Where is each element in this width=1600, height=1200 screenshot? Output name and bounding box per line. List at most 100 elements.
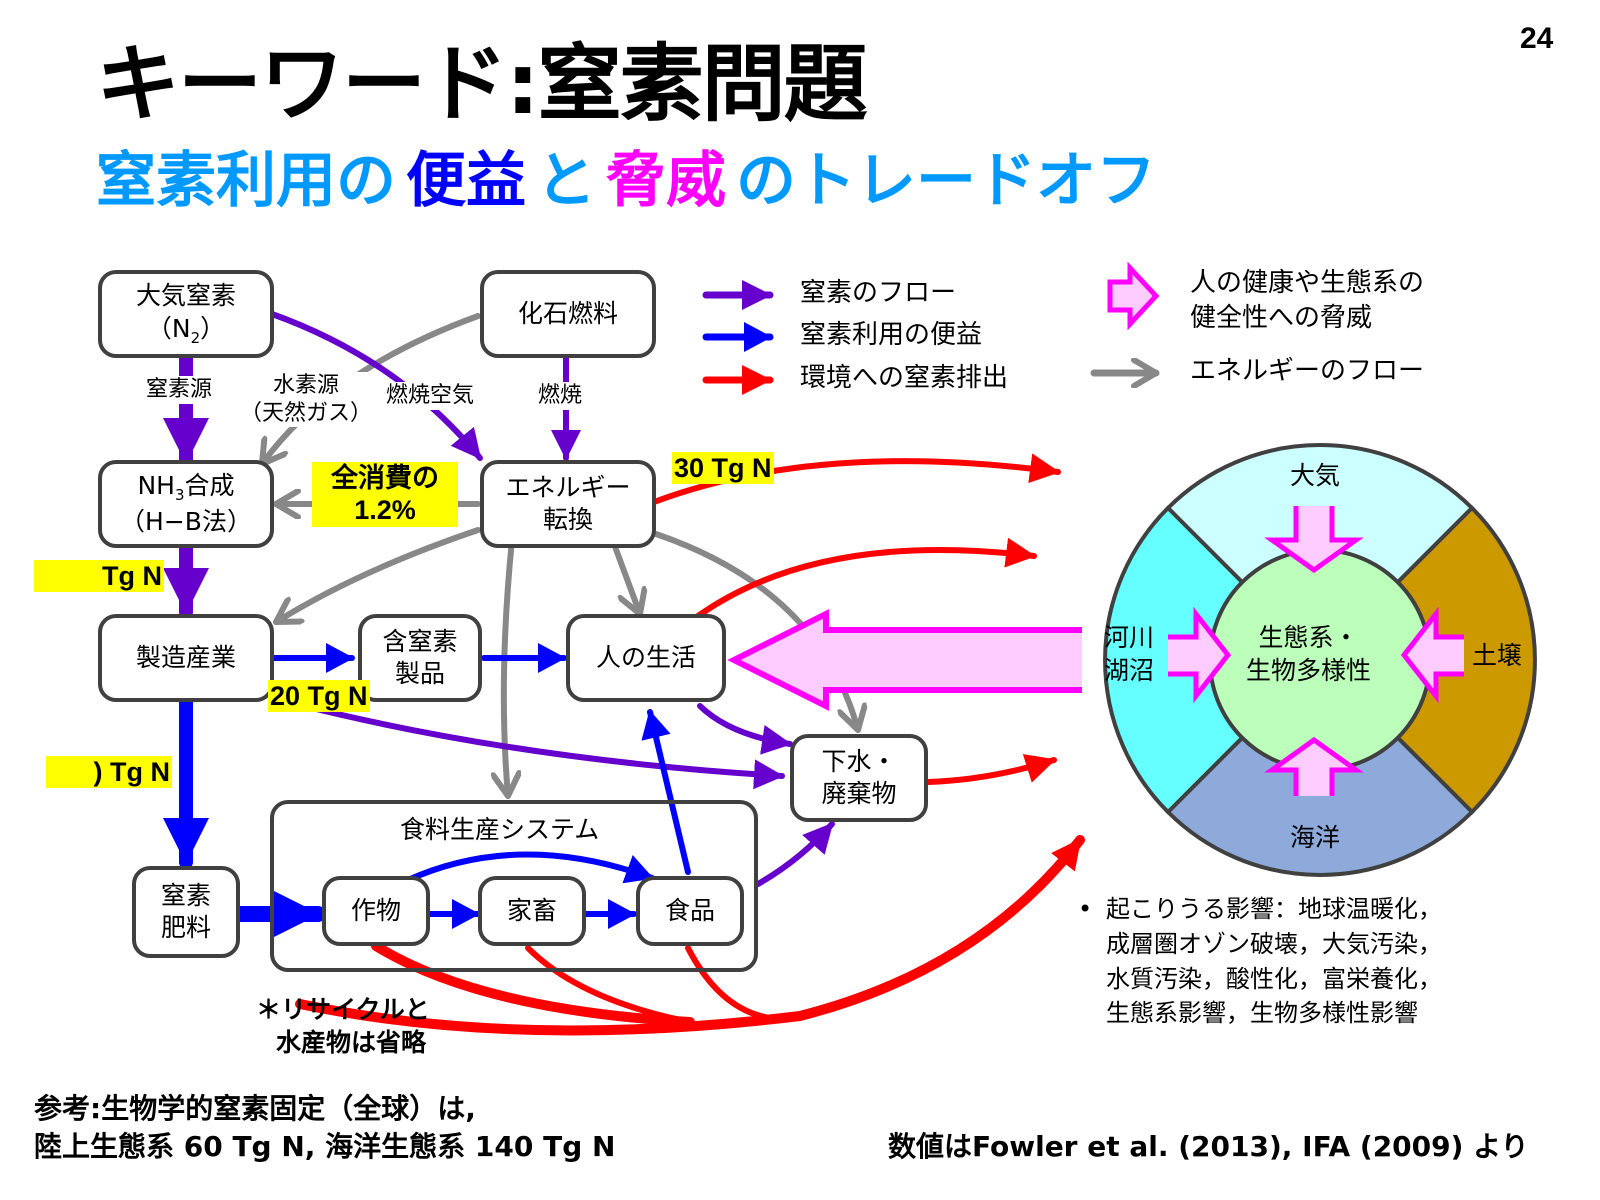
e-human-emission: [695, 537, 1037, 619]
n-human-to-sewage: [697, 703, 793, 755]
node-manufacturing: 製造産業: [98, 614, 274, 702]
emission-flows: [295, 453, 1085, 1036]
threat-arrow-from-rivers: [1168, 606, 1232, 704]
energy-conv-to-manufacturing: [273, 527, 481, 625]
legend-energy-flow: エネルギーのフロー: [1190, 356, 1425, 386]
highlight-energy-share-line1: 全消費の: [331, 463, 439, 493]
legend-threat-line1: 人の健康や生態系の: [1190, 268, 1425, 298]
footnote-line1: ＊リサイクルと: [256, 995, 430, 1024]
edge-label-nitrogen-source: 窒素源: [146, 376, 213, 404]
threat-arrow-from-ocean: [1264, 736, 1364, 796]
legend-nitrogen-flow: 窒素のフロー: [800, 278, 957, 308]
node-nitrogen-fertilizer-line2: 肥料: [160, 913, 211, 942]
energy-conv-to-human-life: [611, 541, 640, 617]
node-sewage-waste-line2: 廃棄物: [821, 779, 897, 808]
edge-label-combustion-air: 燃焼空気: [386, 382, 475, 410]
threat-arrow-to-human-life: [727, 609, 1082, 711]
reference-line2: 陸上生態系 60 Tg N, 海洋生態系 140 Tg N: [34, 1129, 616, 1163]
node-nh3-synthesis-line1: NH3合成: [137, 471, 235, 504]
n-products-to-sewage: [297, 702, 785, 790]
node-crops-label: 作物: [350, 895, 401, 925]
subtitle-part-and: と: [536, 146, 596, 216]
subtitle-part-nitrogen-use: 窒素利用の: [96, 146, 396, 216]
energy-conv-to-sewage: [653, 531, 858, 733]
node-energy-conversion-line1: エネルギー: [505, 472, 631, 502]
node-food: 食品: [636, 876, 744, 946]
reference-line1: 参考:生物学的窒素固定（全球）は,: [34, 1092, 476, 1125]
ring-label-core-ecosystem: 生態系・ 生物多様性: [1246, 622, 1371, 687]
node-livestock: 家畜: [478, 876, 586, 946]
ring-label-core-line1: 生態系・: [1258, 623, 1359, 652]
node-nitrogen-fertilizer-line1: 窒素: [160, 880, 211, 910]
node-atmospheric-nitrogen: 大気窒素 （N2）: [98, 270, 274, 358]
footnote-line2: 水産物は省略: [276, 1027, 427, 1057]
page-subtitle: 窒素利用の便益と脅威のトレードオフ: [96, 148, 1166, 214]
highlight-energy-share: 全消費の 1.2%: [312, 462, 458, 527]
highlight-nh3-output: Tg N: [34, 560, 164, 593]
impacts-line: 起こりうる影響：地球温暖化，: [1106, 895, 1442, 923]
node-energy-conversion-line2: 転換: [542, 505, 593, 534]
impacts-line: 水質汚染，酸性化，富栄養化，: [1106, 964, 1442, 993]
page-title: キーワード:窒素問題: [96, 35, 868, 133]
e-energy-emission: [651, 453, 1061, 505]
e-livestock-emission: [525, 945, 693, 1025]
b-crops-to-food: [405, 851, 655, 884]
node-nh3-synthesis: NH3合成 （H−B法）: [98, 460, 274, 548]
node-food-label: 食品: [664, 895, 715, 925]
highlight-products-flow: 20 Tg N: [268, 680, 370, 713]
ring-label-soil: 土壌: [1472, 641, 1523, 670]
node-sewage-waste-line1: 下水・: [821, 746, 897, 776]
node-livestock-label: 家畜: [506, 895, 557, 925]
ring-label-ocean: 海洋: [1290, 823, 1341, 852]
food-production-system-group: [270, 800, 758, 972]
node-atmospheric-nitrogen-line2: （N2）: [146, 313, 226, 347]
legend-threat-line2: 健全性への脅威: [1190, 303, 1373, 334]
benefit-flows: [163, 643, 691, 937]
node-atmospheric-nitrogen-line1: 大気窒素: [135, 281, 236, 310]
node-crops: 作物: [322, 876, 430, 946]
energy-conv-to-food-system: [504, 537, 512, 799]
node-fossil-fuel: 化石燃料: [480, 270, 656, 358]
source-citation: 数値はFowler et al. (2013), IFA (2009) より: [888, 1130, 1529, 1163]
e-sewage-emission: [925, 754, 1057, 785]
legend-threat-arrow: [1107, 261, 1160, 331]
node-nitrogen-products: 含窒素 製品: [358, 614, 482, 702]
node-nitrogen-products-line2: 製品: [394, 659, 445, 688]
n-atmos-to-energy: [269, 311, 483, 461]
node-manufacturing-label: 製造産業: [135, 642, 236, 672]
e-crops-emission: [371, 941, 695, 1027]
edge-label-hydrogen-source-line2: （天然ガス）: [240, 400, 373, 426]
footnote-omitted: ＊リサイクルと 水産物は省略: [256, 994, 430, 1059]
ring-label-atmosphere: 大気: [1290, 461, 1341, 490]
node-human-life-label: 人の生活: [595, 642, 696, 672]
ring-label-rivers-lakes-line2: 湖沼: [1104, 655, 1155, 685]
legend-emission: 環境への窒素排出: [800, 363, 1009, 393]
edge-label-hydrogen-source-line1: 水素源: [273, 373, 340, 398]
reference-biological-fixation: 参考:生物学的窒素固定（全球）は, 陸上生態系 60 Tg N, 海洋生態系 1…: [34, 1090, 615, 1166]
page-number: 24: [1520, 22, 1554, 55]
food-production-system-title: 食料生産システム: [400, 815, 600, 844]
nitrogen-flows: [163, 311, 835, 887]
legend-arrows: [702, 261, 1160, 395]
legend-benefit: 窒素利用の便益: [800, 320, 983, 350]
legend-threat: 人の健康や生態系の 健全性への脅威: [1190, 266, 1424, 336]
ring-label-rivers-lakes: 河川 湖沼: [1104, 622, 1154, 687]
node-human-life: 人の生活: [566, 614, 726, 702]
node-nitrogen-fertilizer: 窒素 肥料: [132, 866, 240, 958]
subtitle-part-benefit: 便益: [406, 146, 526, 216]
edge-label-hydrogen-source: 水素源 （天然ガス）: [240, 372, 373, 427]
ring-threat-arrows: [1168, 506, 1464, 796]
e-combined-emission: [295, 835, 1085, 1036]
node-nitrogen-products-line1: 含窒素: [382, 626, 458, 656]
threat-arrow-from-soil: [1400, 606, 1464, 704]
n-food-to-sewage: [755, 821, 835, 887]
node-fossil-fuel-label: 化石燃料: [517, 298, 618, 328]
impacts-line: 成層圏オゾン破壊，大気汚染，: [1106, 929, 1442, 958]
subtitle-part-tradeoff: のトレードオフ: [736, 146, 1156, 216]
threat-arrow-from-atmosphere: [1264, 506, 1364, 574]
b-food-to-human: [641, 709, 691, 875]
ring-label-core-line2: 生物多様性: [1246, 655, 1372, 685]
node-sewage-waste: 下水・ 廃棄物: [790, 734, 928, 822]
impacts-list: • 起こりうる影響：地球温暖化， 成層圏オゾン破壊，大気汚染， 水質汚染，酸性化…: [1078, 892, 1442, 1031]
